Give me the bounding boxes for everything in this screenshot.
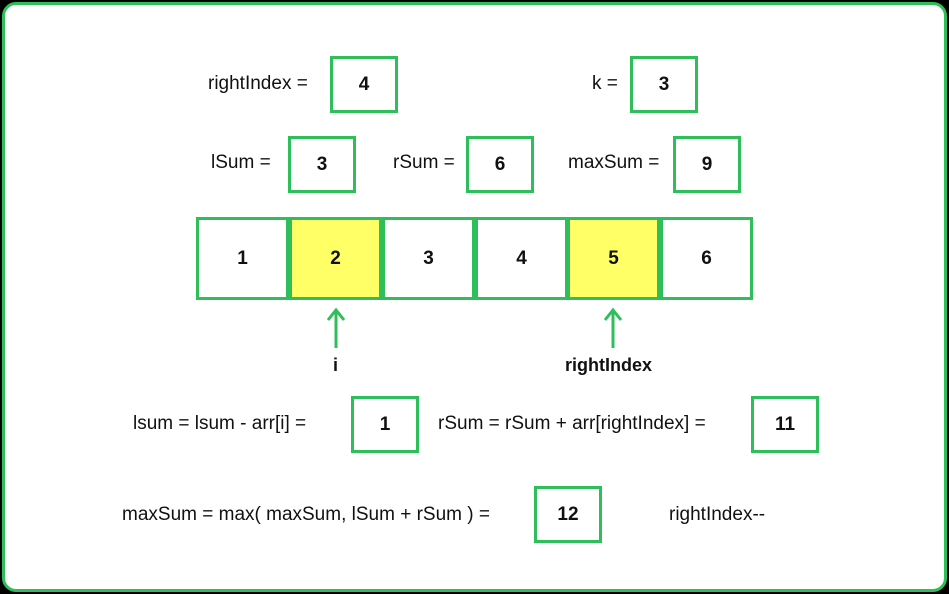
rightIndex-decrement-note: rightIndex-- [669, 504, 766, 525]
array-cell: 1 [196, 217, 289, 300]
i-pointer-label: i [333, 355, 339, 375]
maxSum-value-box: 9 [673, 136, 741, 193]
array-cell: 3 [382, 217, 475, 300]
array-cell: 4 [475, 217, 568, 300]
k-label: k = [592, 73, 618, 94]
maxsum-update-expression: maxSum = max( maxSum, lSum + rSum ) = [122, 504, 490, 525]
array-cell-highlighted: 5 [567, 217, 660, 300]
rightIndex-pointer-label: rightIndex [565, 355, 653, 375]
lSum-label: lSum = [211, 152, 271, 173]
rSum-label: rSum = [393, 152, 455, 173]
array-cell-highlighted: 2 [289, 217, 382, 300]
lsum-result-box: 1 [351, 396, 419, 453]
i-pointer-arrow-icon [326, 307, 346, 348]
rightIndex-value-box: 4 [330, 56, 398, 113]
rightIndex-label: rightIndex = [208, 73, 308, 94]
rsum-result-box: 11 [751, 396, 819, 453]
maxsum-result-box: 12 [534, 486, 602, 543]
rightIndex-pointer-arrow-icon [603, 307, 623, 348]
lsum-update-expression: lsum = lsum - arr[i] = [133, 413, 307, 434]
rsum-update-expression: rSum = rSum + arr[rightIndex] = [438, 413, 706, 434]
k-value-box: 3 [630, 56, 698, 113]
lSum-value-box: 3 [288, 136, 356, 193]
array-cell: 6 [660, 217, 753, 300]
rSum-value-box: 6 [466, 136, 534, 193]
maxSum-label: maxSum = [568, 152, 660, 173]
